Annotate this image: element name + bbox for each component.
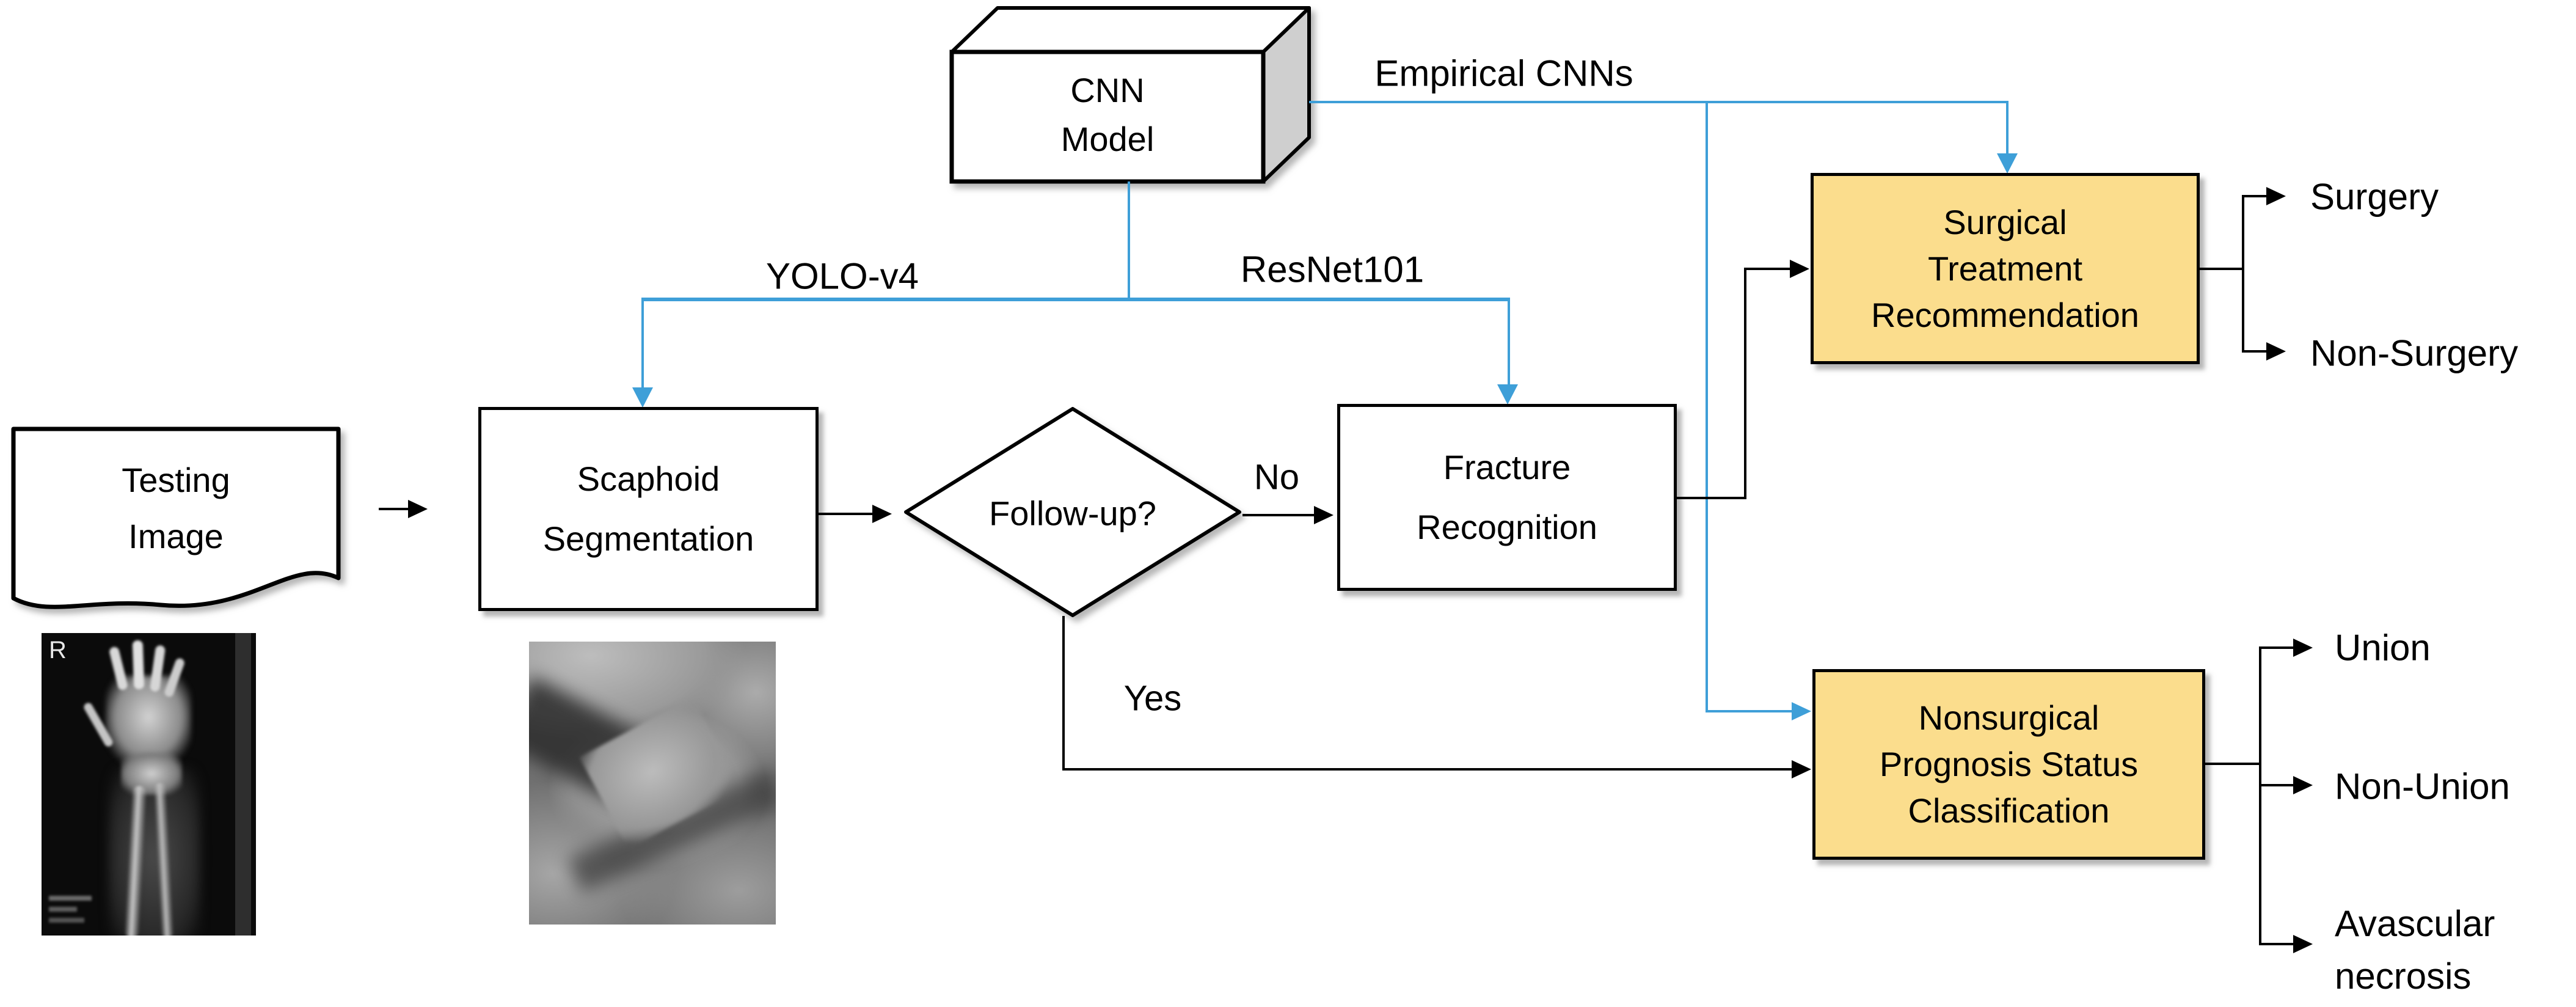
arrowhead-into-fracture-top-icon: [1497, 384, 1518, 405]
output-non-surgery: Non-Surgery: [2310, 332, 2519, 374]
edge-label-yolo-v4: YOLO-v4: [765, 255, 919, 297]
xray-annotation-smudge1: [49, 896, 92, 901]
xray-annotation-smudge2: [49, 907, 77, 912]
xray-annotation-smudge3: [49, 918, 84, 923]
connector-yes-down: [1062, 616, 1065, 771]
connector-fracture-up: [1744, 268, 1746, 499]
arrowhead-into-followup-icon: [872, 505, 892, 523]
output-surgery: Surgery: [2310, 176, 2439, 218]
output-non-union: Non-Union: [2335, 766, 2510, 807]
connector-down-to-scaphoid: [641, 298, 644, 389]
arrowhead-into-surgical-left-icon: [1790, 260, 1809, 278]
connector-down-to-fracture: [1508, 298, 1510, 386]
connector-to-non-surgery: [2242, 350, 2269, 353]
connector-into-surgical-left: [1744, 268, 1794, 270]
connector-yolo-resnet-horizontal: [641, 298, 1510, 301]
arrowhead-non-surgery-icon: [2266, 342, 2286, 361]
follow-up-label: Follow-up?: [989, 494, 1156, 533]
arrowhead-into-nonsurgical-left-icon: [1792, 760, 1811, 778]
connector-to-non-union: [2259, 784, 2296, 786]
fracture-recognition-line1: Fracture: [1443, 448, 1571, 486]
surgical-treatment-line3: Recommendation: [1871, 295, 2139, 334]
fracture-recognition-line2: Recognition: [1417, 508, 1597, 546]
arrowhead-into-scaphoid-left-icon: [408, 500, 428, 518]
edge-label-no: No: [1253, 457, 1300, 497]
testing-image-document-shape: [11, 427, 341, 609]
scaphoid-segmentation-line2: Segmentation: [542, 519, 754, 558]
connector-empirical-into-nonsurgical: [1706, 710, 1796, 712]
connector-nonsurgical-branch-vertical: [2259, 646, 2261, 945]
cnn-model-label-line1: CNN: [1070, 71, 1145, 109]
follow-up-decision-node: [903, 406, 1242, 618]
nonsurgical-prognosis-line3: Classification: [1908, 791, 2110, 830]
surgical-treatment-node: Surgical Treatment Recommendation: [1811, 173, 2200, 364]
cnn-model-3d-box-shape: [949, 6, 1311, 184]
cnn-model-label: CNN Model: [952, 66, 1263, 164]
output-avascular-line1: Avascular: [2335, 903, 2495, 944]
connector-fracture-right: [1677, 497, 1746, 499]
scaphoid-segmentation-line1: Scaphoid: [577, 460, 720, 498]
connector-empirical-down-to-surgical: [2006, 101, 2009, 156]
output-avascular-line2: necrosis: [2335, 956, 2472, 997]
edge-label-empirical-cnns: Empirical CNNs: [1374, 53, 1633, 94]
arrowhead-avascular-icon: [2293, 935, 2313, 953]
connector-testing-to-scaphoid: [379, 508, 410, 510]
xray-finger2: [132, 640, 145, 690]
connector-to-surgery: [2242, 195, 2269, 197]
output-avascular-necrosis: Avascular necrosis: [2335, 898, 2495, 1003]
arrowhead-into-scaphoid-top-icon: [632, 387, 653, 408]
connector-scaphoid-to-followup: [819, 513, 875, 515]
xray-carpal-cluster: [121, 752, 182, 795]
nonsurgical-prognosis-line1: Nonsurgical: [1918, 698, 2100, 737]
scaphoid-segmentation-node: Scaphoid Segmentation: [478, 407, 819, 611]
arrowhead-surgery-icon: [2266, 187, 2286, 205]
nonsurgical-prognosis-line2: Prognosis Status: [1879, 745, 2139, 783]
connector-cnn-bottom-down: [1128, 181, 1130, 300]
connector-to-avascular: [2259, 943, 2296, 945]
cnn-model-label-line2: Model: [1060, 120, 1155, 158]
connector-surgical-branch-vertical: [2242, 195, 2244, 353]
fracture-recognition-node: Fracture Recognition: [1337, 404, 1677, 591]
wrist-xray-image: R: [42, 633, 256, 936]
testing-image-label: Testing Image: [11, 452, 341, 565]
arrowhead-union-icon: [2293, 639, 2313, 657]
arrowhead-non-union-icon: [2293, 776, 2313, 794]
cnn-model-node: [933, 3, 1315, 186]
connector-to-union: [2259, 646, 2296, 649]
edge-label-resnet101: ResNet101: [1240, 249, 1425, 290]
connector-empirical-branch-down: [1706, 101, 1708, 712]
xray-side-marker: R: [49, 637, 67, 664]
testing-image-node: [11, 427, 341, 613]
connector-no-branch: [1242, 514, 1316, 516]
surgical-treatment-line1: Surgical: [1943, 202, 2067, 241]
testing-image-label-line1: Testing: [122, 461, 230, 499]
connector-yes-horizontal: [1062, 768, 1796, 771]
xray-film-edge: [235, 633, 251, 936]
connector-surgical-right: [2200, 268, 2244, 270]
follow-up-diamond-shape: [904, 407, 1241, 617]
output-union: Union: [2335, 627, 2431, 668]
nonsurgical-prognosis-node: Nonsurgical Prognosis Status Classificat…: [1812, 669, 2205, 860]
arrowhead-into-surgical-top-icon: [1997, 153, 2018, 174]
surgical-treatment-line2: Treatment: [1927, 249, 2083, 288]
arrowhead-into-nonsurgical-left-blue-icon: [1792, 702, 1811, 720]
connector-empirical-horizontal: [1309, 101, 2009, 103]
scaphoid-crop-image: [529, 642, 776, 925]
edge-label-yes: Yes: [1123, 678, 1182, 719]
arrowhead-into-fracture-left-icon: [1314, 506, 1334, 524]
testing-image-label-line2: Image: [128, 517, 224, 555]
connector-nonsurgical-right: [2205, 763, 2261, 765]
